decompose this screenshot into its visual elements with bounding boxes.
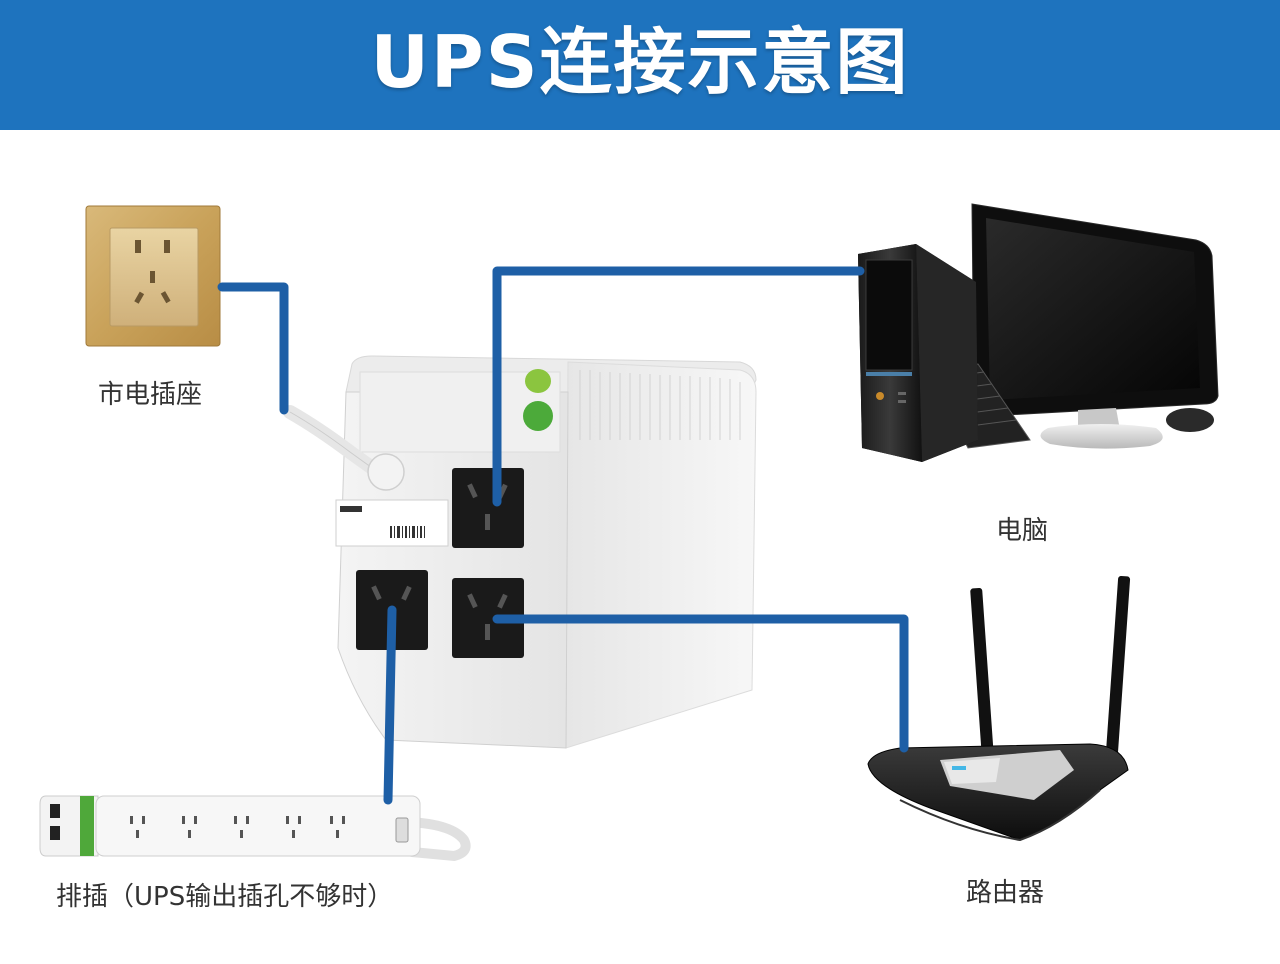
computer-icon bbox=[858, 203, 1219, 462]
cable-wall-to-ups bbox=[217, 282, 289, 415]
label-router: 路由器 bbox=[966, 878, 1045, 908]
ups-unit-icon bbox=[283, 355, 757, 749]
label-wall-socket: 市电插座 bbox=[98, 380, 203, 410]
ups-outlet-bottom-right bbox=[452, 578, 524, 658]
cable-ups-to-router bbox=[492, 614, 909, 753]
page-title: UPS连接示意图 bbox=[370, 20, 910, 104]
wall-socket-icon bbox=[85, 205, 221, 347]
label-computer: 电脑 bbox=[996, 516, 1049, 546]
cable-ups-to-computer bbox=[492, 266, 865, 507]
ups-outlet-top bbox=[452, 468, 524, 548]
router-icon bbox=[867, 576, 1131, 842]
header-banner: UPS连接示意图 bbox=[0, 0, 1280, 130]
power-strip-icon bbox=[39, 795, 471, 862]
label-power-strip: 排插（UPS输出插孔不够时） bbox=[56, 882, 394, 912]
cable-ups-to-power-strip bbox=[383, 605, 397, 805]
